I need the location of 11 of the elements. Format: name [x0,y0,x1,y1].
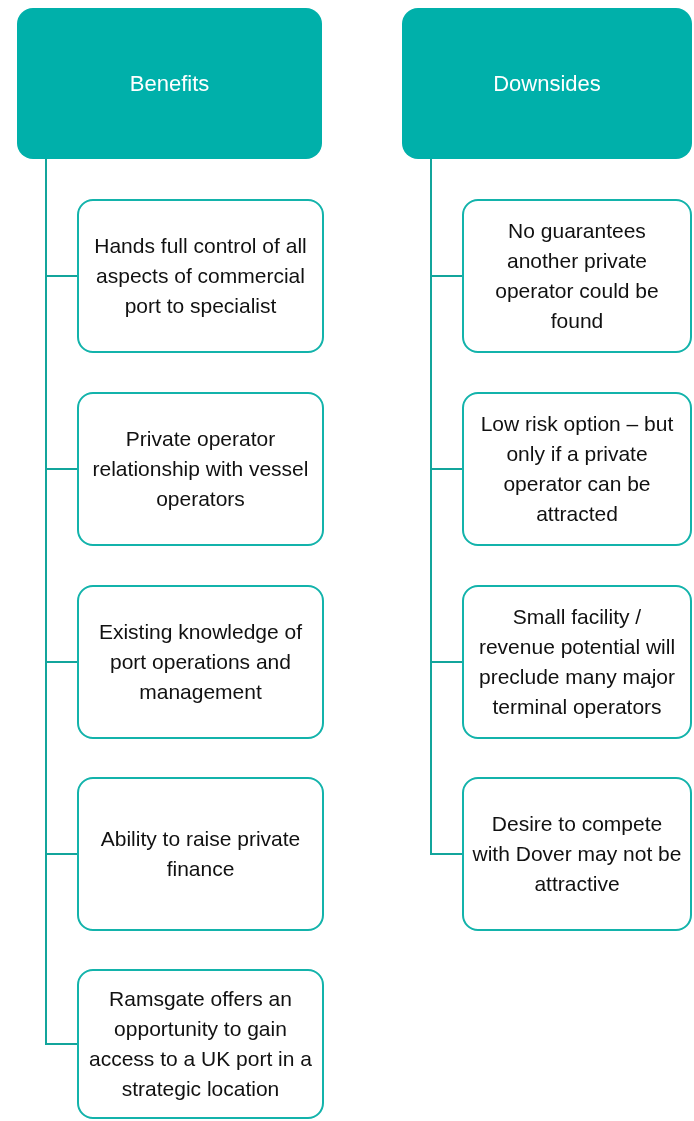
item-box: Ramsgate offers an opportunity to gain access to a UK port in a strategic location [77,969,324,1119]
item-box: Ability to raise private finance [77,777,324,931]
item-box: Small facility / revenue potential will preclude many major terminal operators [462,585,692,739]
item-box: Desire to compete with Dover may not be attractive [462,777,692,931]
header-box: Benefits [17,8,322,159]
item-box: Existing knowledge of port operations and management [77,585,324,739]
item-box: Low risk option – but only if a private operator can be attracted [462,392,692,546]
item-box: Hands full control of all aspects of commercial port to specialist [77,199,324,353]
item-box: No guarantees another private operator could be found [462,199,692,353]
item-box: Private operator relationship with vessel operators [77,392,324,546]
header-box: Downsides [402,8,692,159]
